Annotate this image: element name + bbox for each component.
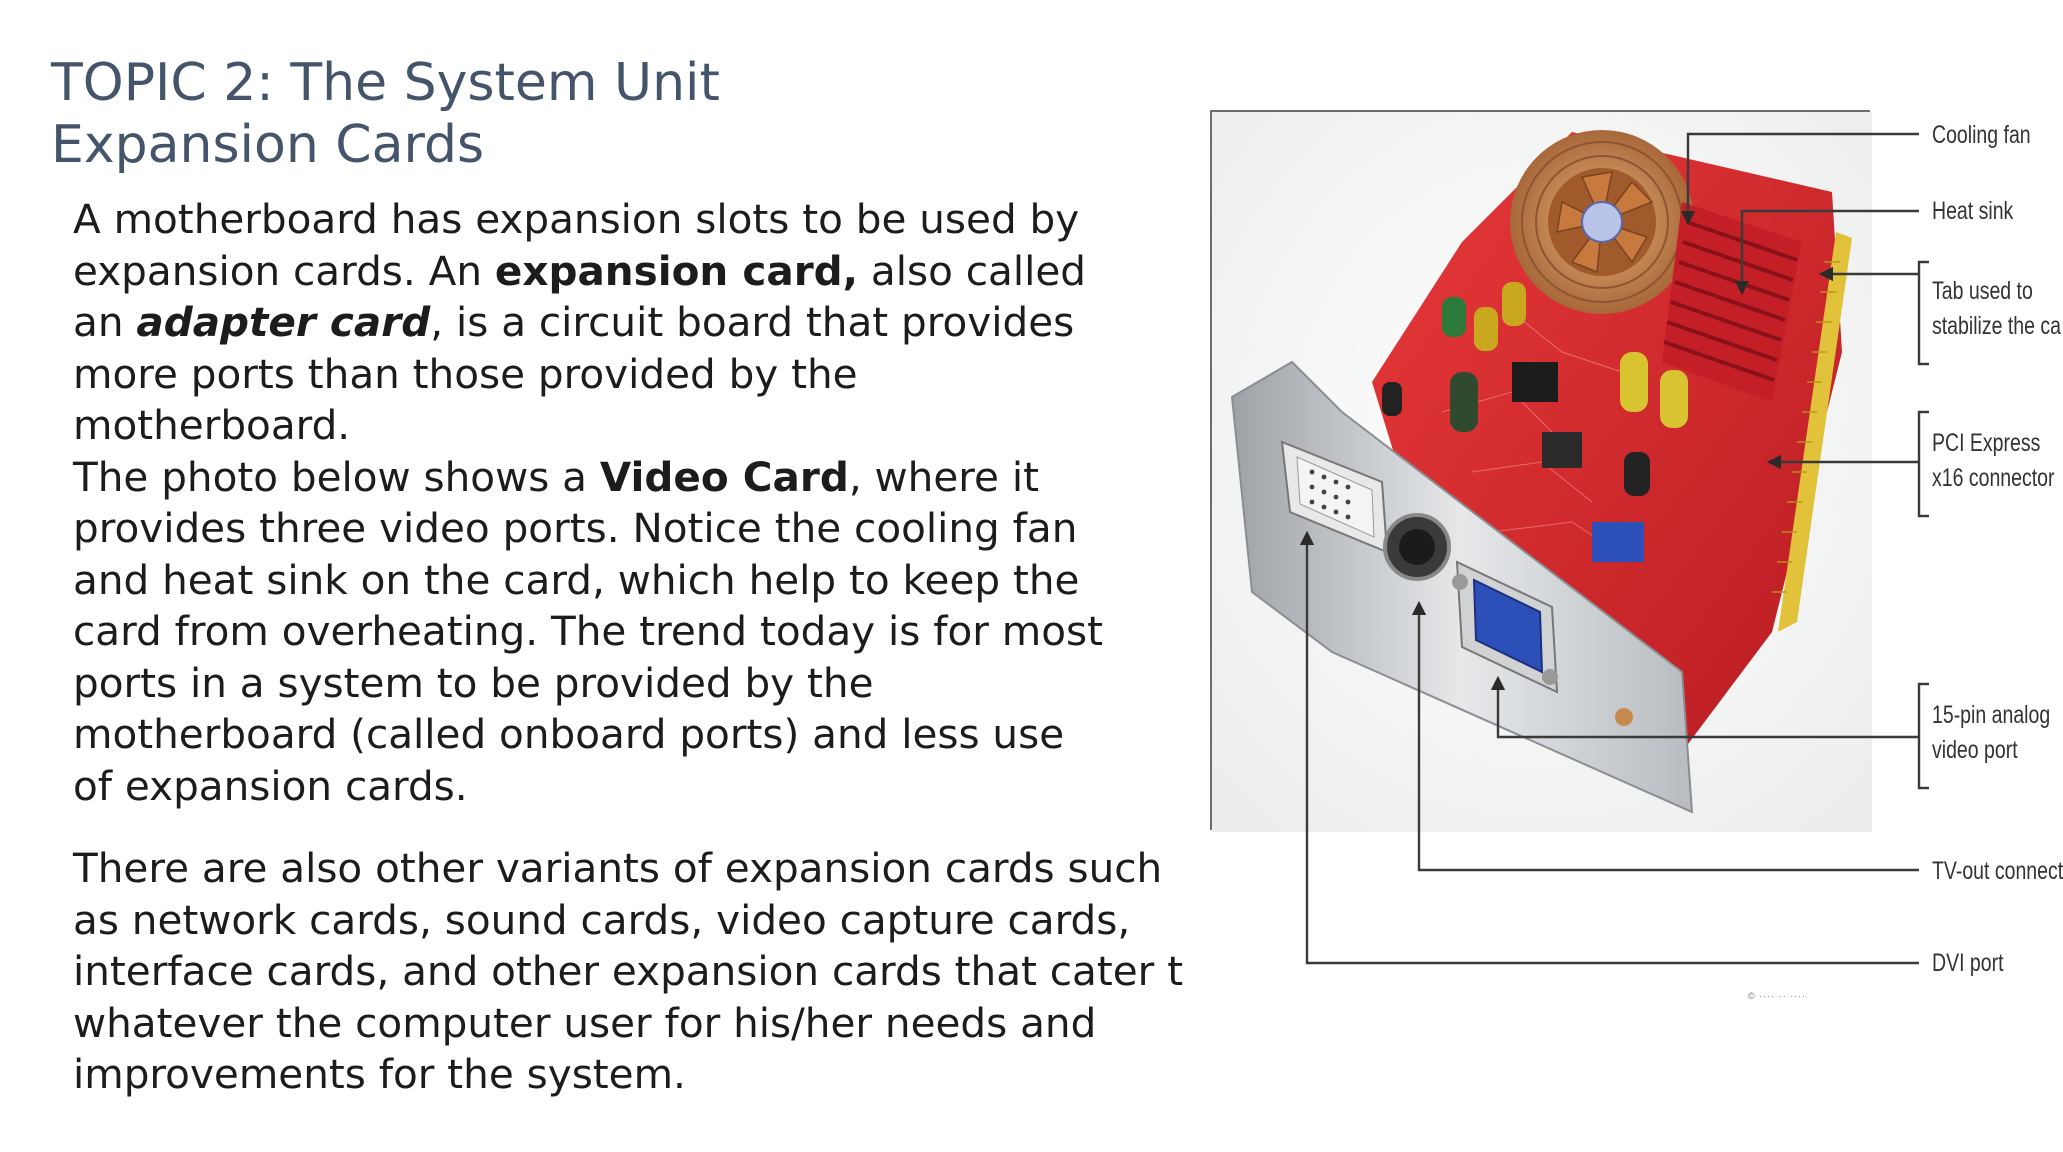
callout-vga-line-1: 15-pin analog [1932,701,2051,729]
text-run: , where it [848,452,1039,501]
leader-dvi-port [1299,530,1919,965]
text-line: card from overheating. The trend today i… [73,607,1104,655]
text-line: expansion cards. An expansion card, also… [73,246,1163,298]
callout-dvi-port: DVI port [1932,949,2004,977]
body-text: A motherboard has expansion slots to be … [73,194,1184,1101]
callout-tab-line-1: Tab used to [1932,277,2033,305]
text-line: of expansion cards. [73,761,468,810]
callout-tv-out: TV-out connect [1932,857,2063,885]
text-line: ports in a system to be provided by the [73,658,874,707]
title-line-1: TOPIC 2: The System Unit [51,53,720,113]
leader-vga-port [1490,675,1919,739]
cooling-fan [1510,130,1694,314]
title-line-2: Expansion Cards [51,115,485,175]
term-expansion-card: expansion card, [494,246,859,295]
capacitors [1382,282,1688,496]
leader-tv-out [1411,600,1919,872]
text-line: motherboard (called onboard ports) and l… [73,710,1065,758]
text-line: provides three video ports. Notice the c… [73,504,1078,552]
slide-title: TOPIC 2: The System Unit Expansion Cards [51,52,1051,176]
callout-leaders [1299,132,1929,965]
leader-cooling-fan [1680,132,1919,226]
text-line: improvements for the system. [73,1050,686,1098]
heat-sink [1662,202,1802,402]
text-line: interface cards, and other expansion car… [73,947,1184,995]
callout-cooling-fan: Cooling fan [1932,121,2031,149]
text-run: The photo below shows a [73,452,600,501]
text-line: more ports than those provided by the [73,349,858,398]
callout-heat-sink: Heat sink [1932,197,2014,225]
vga-port-connector [1452,560,1559,694]
text-run: also called [858,246,1086,295]
text-run: an [73,298,137,346]
text-line: There are also other variants of expansi… [73,844,1163,892]
text-line: and heat sink on the card, which help to… [73,555,1080,604]
text-line: as network cards, sound cards, video cap… [73,895,1131,944]
text-line: motherboard. [73,401,351,449]
text-line: whatever the computer user for his/her n… [73,998,1097,1047]
tv-out-connector [1383,513,1451,581]
callout-tab-line-2: stabilize the ca [1932,312,2061,340]
dvi-port-connector [1280,440,1389,554]
term-video-card: Video Card [599,452,849,501]
text-line: The photo below shows a Video Card, wher… [73,452,1163,504]
text-line: A motherboard has expansion slots to be … [73,195,1080,243]
chip [1542,432,1582,468]
text-run: expansion cards. An [73,246,495,295]
text-line: an adapter card, is a circuit board that… [73,297,1163,349]
video-card-photo [1210,110,1872,832]
leader-heat-sink [1734,209,1919,296]
video-card-figure: Cooling fan Heat sink Tab used to stabil… [1204,108,2063,1008]
callout-pci-line-1: PCI Express [1932,429,2041,457]
callout-pci-line-2: x16 connector [1932,464,2055,492]
bracket-screw [1615,708,1633,726]
chip [1512,362,1558,402]
chip [1592,522,1644,562]
callout-vga-line-2: video port [1932,736,2018,764]
text-run: , is a circuit board that provides [430,298,1075,346]
video-card-illustration [1212,112,1872,832]
paragraph-2: There are also other variants of expansi… [73,843,1184,1101]
term-adapter-card: adapter card [136,298,431,346]
paragraph-1: A motherboard has expansion slots to be … [73,194,1163,812]
figure-copyright: © ···· ·· ···· [1748,991,1807,1001]
